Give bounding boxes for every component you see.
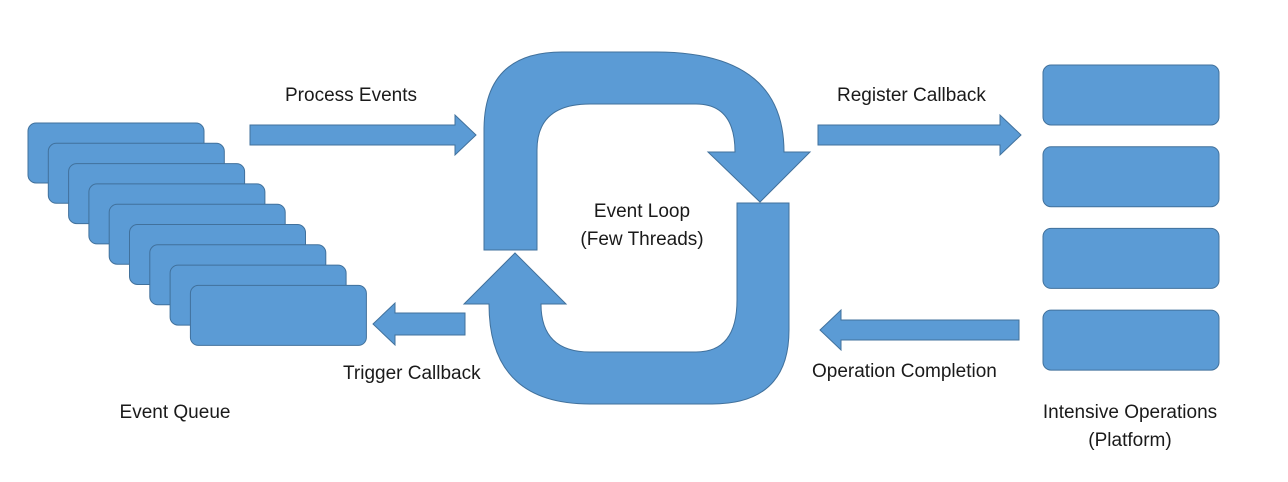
intensive-operations-stack (1042, 64, 1220, 371)
event-queue-card (189, 284, 367, 346)
event-loop-threads-label: (Few Threads) (580, 229, 704, 250)
intensive-operation-block (1042, 64, 1220, 126)
event-queue-stack (27, 122, 367, 346)
trigger-callback-arrow (372, 301, 466, 347)
intensive-operation-block (1042, 227, 1220, 289)
intensive-operations-platform-label: (Platform) (1088, 430, 1172, 451)
trigger-callback-label: Trigger Callback (343, 363, 481, 384)
operation-completion-label: Operation Completion (812, 361, 997, 382)
register-callback-arrow (817, 113, 1022, 157)
process-events-arrow (249, 113, 477, 157)
intensive-operation-block (1042, 146, 1220, 208)
event-loop-bottom-arrow (462, 202, 790, 405)
event-loop-label: Event Loop (593, 201, 691, 222)
intensive-operation-block (1042, 309, 1220, 371)
event-loop-top-arrow (483, 51, 812, 251)
operation-completion-arrow (819, 308, 1020, 352)
process-events-label: Process Events (285, 85, 417, 106)
event-queue-label: Event Queue (119, 402, 231, 423)
intensive-operations-label: Intensive Operations (1042, 402, 1218, 423)
register-callback-label: Register Callback (837, 85, 986, 106)
